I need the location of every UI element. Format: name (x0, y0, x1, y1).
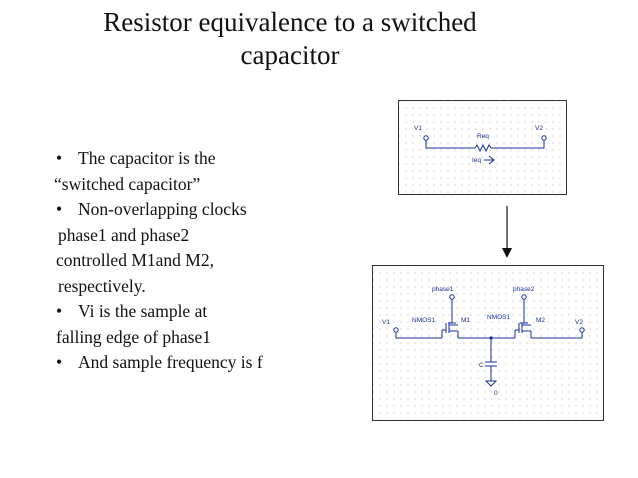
label-m2: M2 (536, 317, 545, 324)
bullet-item: The capacitor is the (56, 146, 356, 172)
wire (395, 332, 442, 339)
label-phase1: phase1 (432, 286, 454, 293)
ground-icon (484, 380, 498, 387)
label-nmos1-m2: NMOS1 (487, 314, 511, 321)
label-ground: 0 (494, 390, 498, 397)
resistor-symbol (474, 143, 492, 153)
title-line-1: Resistor equivalence to a switched (103, 7, 477, 37)
label-v2: V2 (535, 125, 543, 132)
bullet-item: And sample frequency is f (56, 350, 356, 376)
nmos-m2 (514, 299, 534, 339)
bullet-continuation: respectively. (58, 275, 146, 296)
title-line-2: capacitor (240, 40, 340, 70)
slide-title: Resistor equivalence to a switched capac… (0, 6, 580, 72)
label-req: Req (477, 133, 489, 140)
label-ieq: Ieq (472, 157, 481, 164)
down-arrow-icon (502, 206, 512, 258)
grid-dots (373, 266, 603, 420)
label-m1: M1 (461, 317, 470, 324)
wire (491, 140, 545, 149)
bullet-continuation: phase1 and phase2 (58, 224, 190, 245)
label-v2: V2 (575, 319, 583, 326)
bullet-continuation: controlled M1and M2, (56, 250, 214, 270)
bullet-continuation: “switched capacitor” (54, 173, 201, 194)
resistor-schematic: V1 V2 Req Ieq (398, 100, 567, 195)
nmos-m1 (441, 299, 462, 339)
bullet-continuation: falling edge of phase1 (56, 326, 212, 347)
current-arrow-head (488, 155, 495, 165)
wire (534, 332, 583, 339)
bullet-list: The capacitor is the “switched capacitor… (54, 146, 356, 376)
label-v1: V1 (382, 319, 390, 326)
junction-dot (489, 336, 493, 340)
label-phase2: phase2 (513, 286, 535, 293)
bullet-item: Vi is the sample at (56, 299, 356, 325)
switched-capacitor-schematic: phase1 phase2 V1 V2 NMOS1 M1 NMOS1 M2 C … (372, 265, 604, 421)
wire (425, 140, 475, 149)
label-v1: V1 (414, 125, 422, 132)
label-nmos1-m1: NMOS1 (412, 317, 436, 324)
bullet-item: Non-overlapping clocks (56, 197, 356, 223)
label-c: C (479, 362, 484, 369)
